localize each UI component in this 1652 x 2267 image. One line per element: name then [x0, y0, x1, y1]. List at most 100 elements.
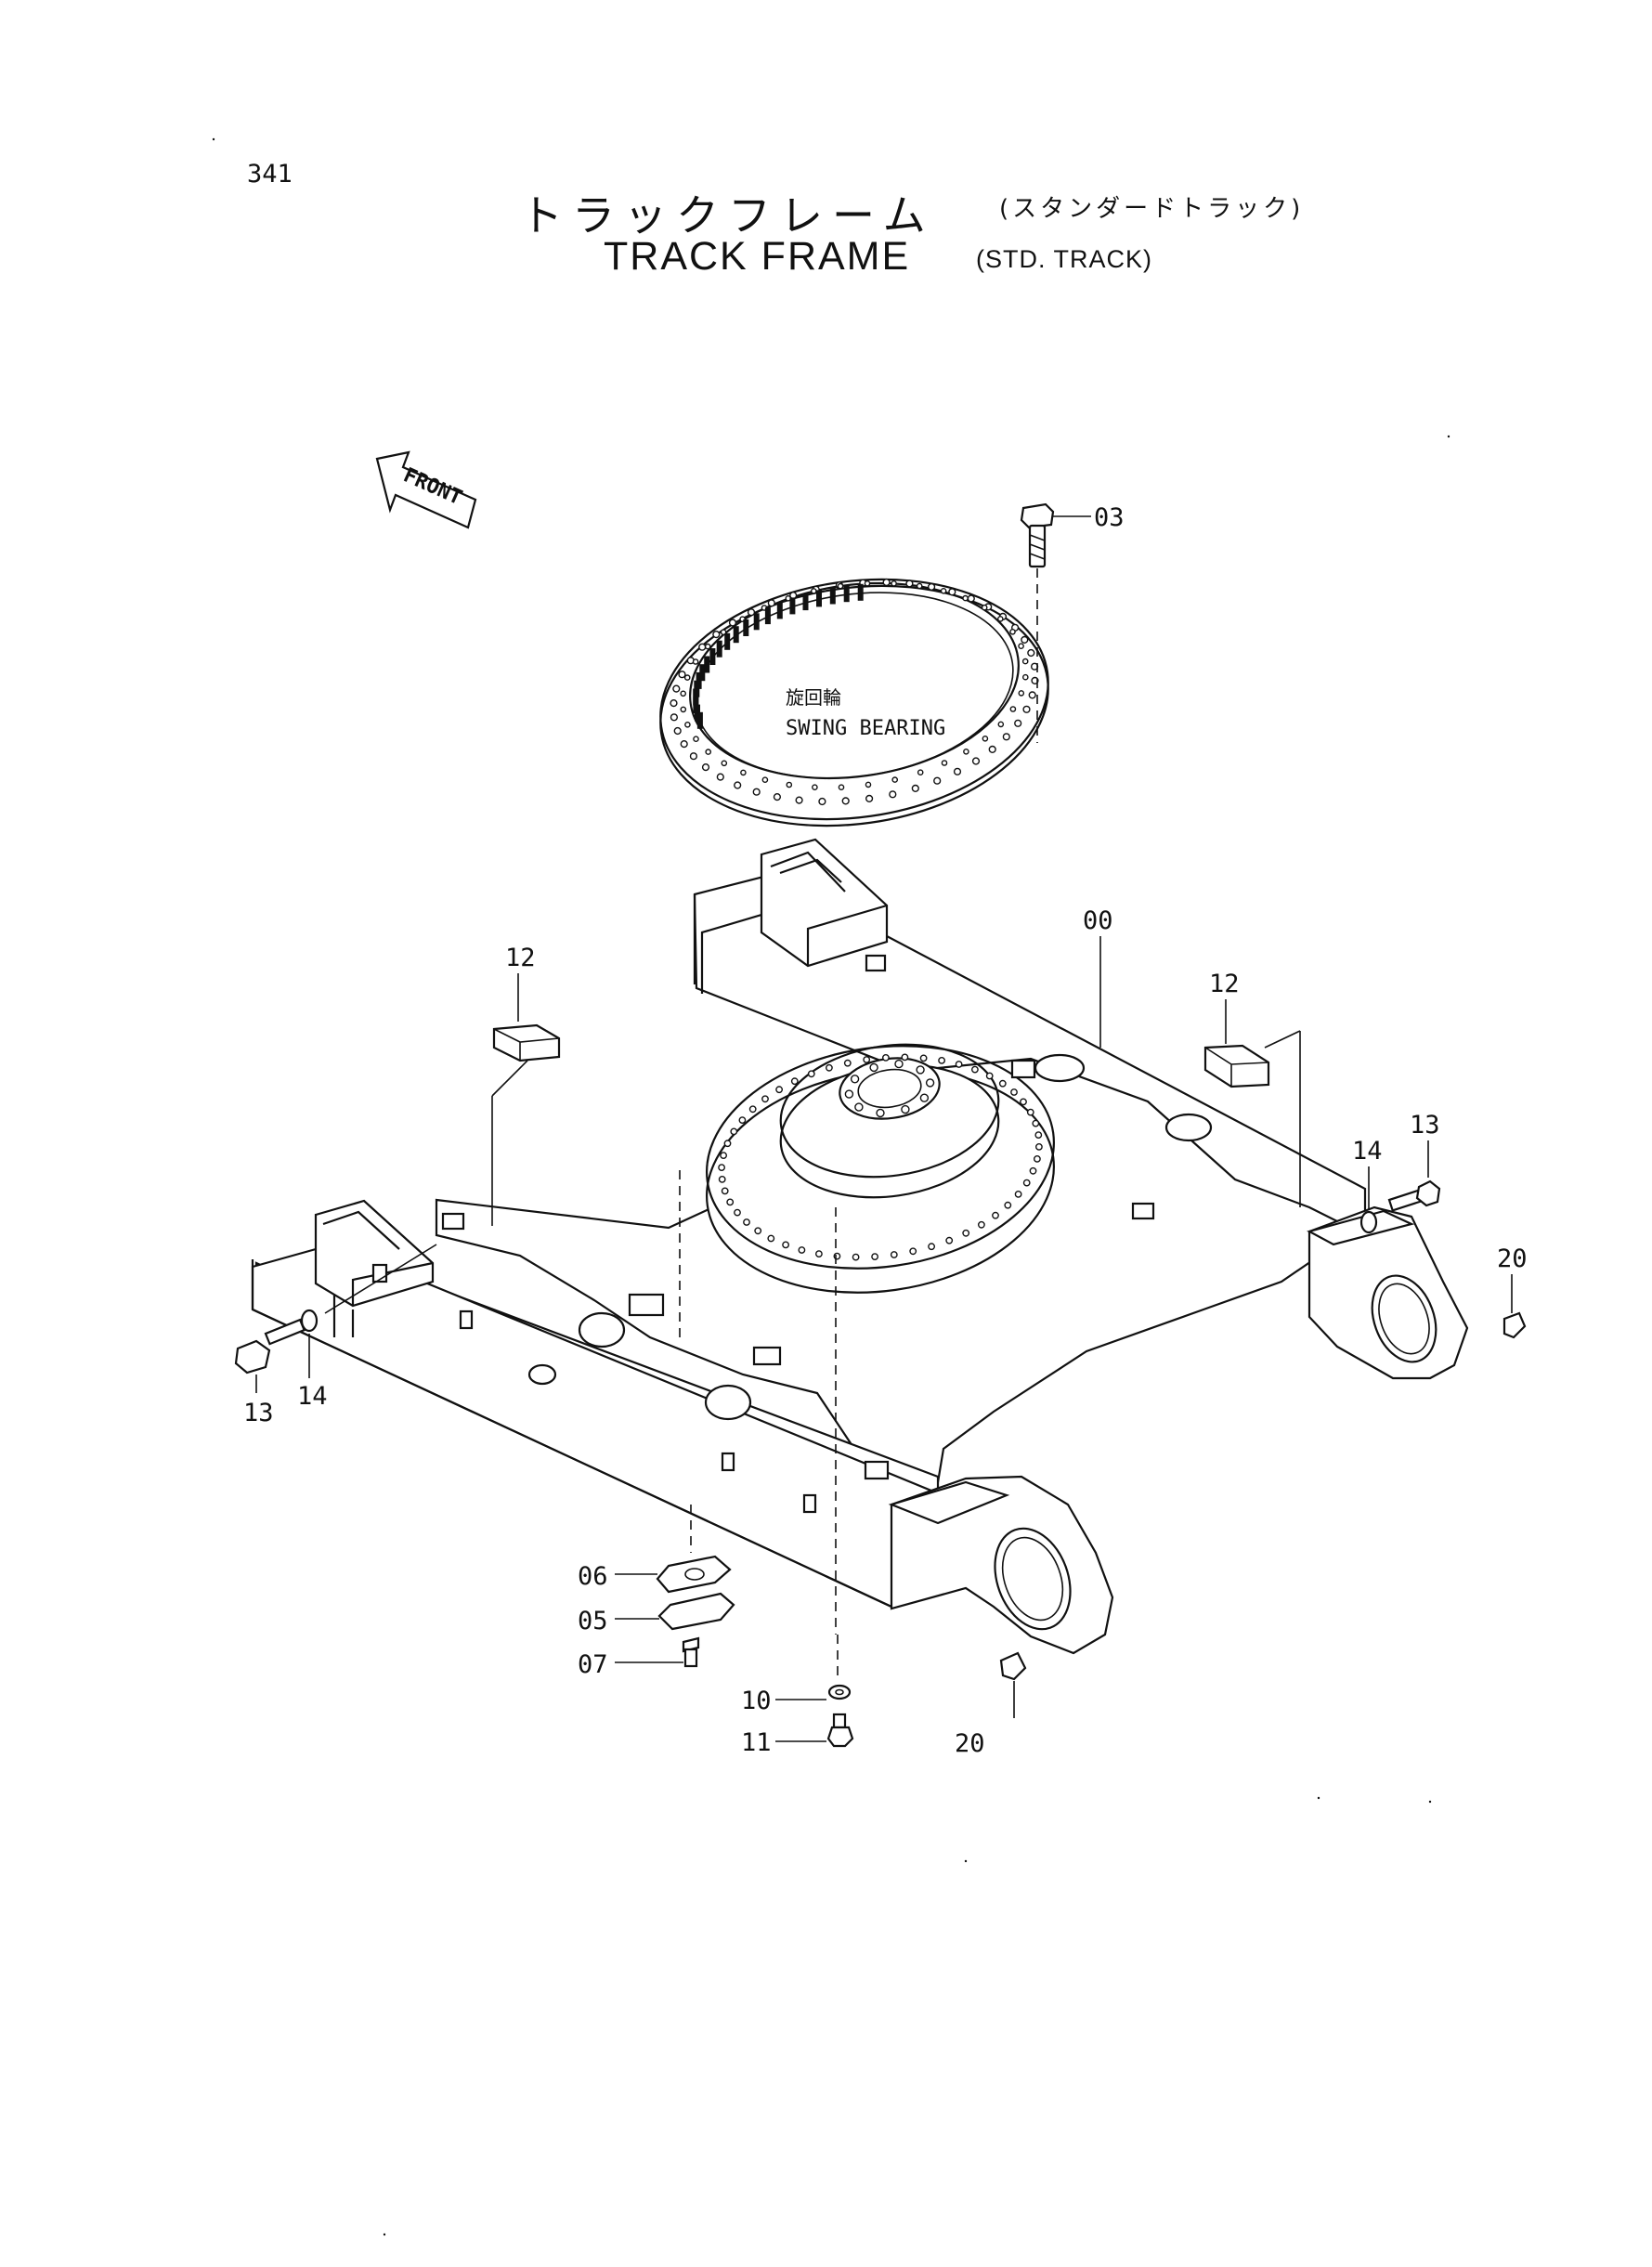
callout-11: 11: [741, 1728, 772, 1757]
gear-tooth: [696, 671, 702, 689]
bolt-hole: [971, 757, 981, 765]
gear-tooth: [789, 597, 796, 615]
bolt-hole: [838, 784, 845, 791]
bolt-hole: [901, 1104, 910, 1114]
plug-20-bottom: 20: [955, 1651, 1027, 1758]
swing-bearing-label-en: SWING BEARING: [786, 717, 945, 740]
bolt-hole: [1022, 673, 1029, 681]
callout-20-bottom: 20: [955, 1729, 985, 1758]
bolt-hole: [876, 1108, 885, 1118]
bolt-hole: [871, 1253, 878, 1261]
bolt-hole: [962, 1229, 970, 1237]
bolt-hole: [701, 762, 710, 772]
bolt-hole: [948, 588, 956, 596]
track-frame-00: 00: [1083, 906, 1113, 1048]
bolt-hole: [734, 781, 742, 789]
bolt-hole: [865, 794, 874, 803]
bolt-hole: [1032, 1119, 1040, 1127]
bearing-gear-teeth: [693, 583, 864, 729]
bolt-hole: [891, 580, 897, 587]
gear-tooth: [829, 587, 836, 605]
bolt-hole: [843, 1059, 852, 1067]
callout-12-right: 12: [1209, 970, 1240, 998]
bolt-hole: [678, 671, 686, 679]
bolt-hole: [1014, 719, 1022, 727]
bolt-hole: [716, 773, 724, 781]
bolt-hole: [1018, 690, 1025, 697]
bolt-washer-13-14-right: 14 13: [1352, 1111, 1441, 1234]
bolt-hole: [712, 630, 721, 639]
bolt-hole: [698, 643, 707, 651]
gear-tooth: [709, 648, 716, 665]
gear-tooth: [843, 585, 850, 603]
bolt-hole: [901, 1053, 909, 1062]
callout-14-left: 14: [297, 1382, 328, 1411]
bolt-hole: [740, 769, 747, 776]
bolt-hole: [734, 1208, 741, 1217]
bolt-hole: [925, 1078, 935, 1088]
bolt-hole: [1022, 705, 1031, 713]
bolt-hole: [982, 736, 989, 742]
bolt-hole: [988, 745, 996, 754]
bolt-hole: [1002, 733, 1010, 741]
gear-tooth: [816, 590, 822, 607]
bolt-hole: [941, 760, 948, 766]
bolt-hole: [728, 619, 737, 627]
bolt-hole: [726, 1198, 735, 1206]
title-japanese: トラックフレーム: [520, 190, 935, 241]
bolt-hole: [938, 1057, 945, 1064]
bolt-hole: [1021, 635, 1029, 645]
bolt-hole: [919, 1054, 928, 1062]
bolt-hole: [844, 1089, 854, 1099]
gear-tooth: [753, 613, 760, 631]
bolt-hole: [945, 1236, 954, 1244]
swing-bearing-label-jp: 旋回輪: [786, 686, 841, 709]
bolt-hole: [882, 1054, 890, 1062]
bolt-hole: [1021, 658, 1029, 665]
bolt-hole: [863, 1056, 871, 1063]
bolt-hole: [672, 684, 681, 693]
bolt-hole: [748, 1105, 757, 1114]
bolt-hole: [916, 582, 923, 590]
bolt-hole: [997, 721, 1005, 728]
bolt-hole: [721, 760, 728, 767]
bolt-hole: [1009, 706, 1017, 712]
callout-20-right: 20: [1497, 1244, 1528, 1273]
bolt-hole: [718, 1164, 725, 1172]
block-12-left: 12: [491, 944, 561, 1226]
bolt-hole: [1020, 1098, 1027, 1106]
bolt-hole: [773, 792, 782, 801]
bolt-hole: [1034, 1131, 1043, 1140]
bolt-hole: [890, 1251, 898, 1258]
bolt-hole: [865, 781, 872, 788]
bolt-hole: [864, 580, 871, 587]
gear-tooth: [699, 664, 706, 682]
callout-07: 07: [578, 1650, 608, 1679]
bolt-hole: [743, 1218, 750, 1226]
bolt-hole: [730, 1127, 738, 1136]
bolt-hole: [852, 1253, 860, 1261]
bolt-hole: [841, 797, 850, 805]
bolt-hole: [933, 776, 942, 785]
callout-05: 05: [578, 1607, 608, 1635]
callout-13-right: 13: [1410, 1111, 1440, 1140]
bolt-hole: [998, 1079, 1007, 1088]
bolt-hole: [962, 594, 969, 602]
bolt-hole: [1028, 691, 1036, 699]
bolt-hole: [738, 1116, 747, 1125]
bolt-hole: [869, 1062, 878, 1073]
bolt-hole: [911, 784, 919, 793]
bolt-hole: [917, 769, 924, 776]
bolt-hole: [812, 784, 818, 791]
bolt-hole: [761, 776, 769, 784]
bolt-hole: [782, 1241, 789, 1249]
gear-tooth: [716, 640, 722, 658]
bolt-hole: [850, 1075, 860, 1084]
bolt-hole: [798, 1246, 806, 1254]
bolt-hole: [705, 749, 712, 755]
bolt-hole: [790, 1077, 799, 1086]
turntable-bolt-holes: [718, 1053, 1043, 1261]
bolt-hole: [928, 1243, 935, 1251]
bolt-hole: [985, 1072, 994, 1080]
callout-13-left: 13: [243, 1399, 274, 1427]
